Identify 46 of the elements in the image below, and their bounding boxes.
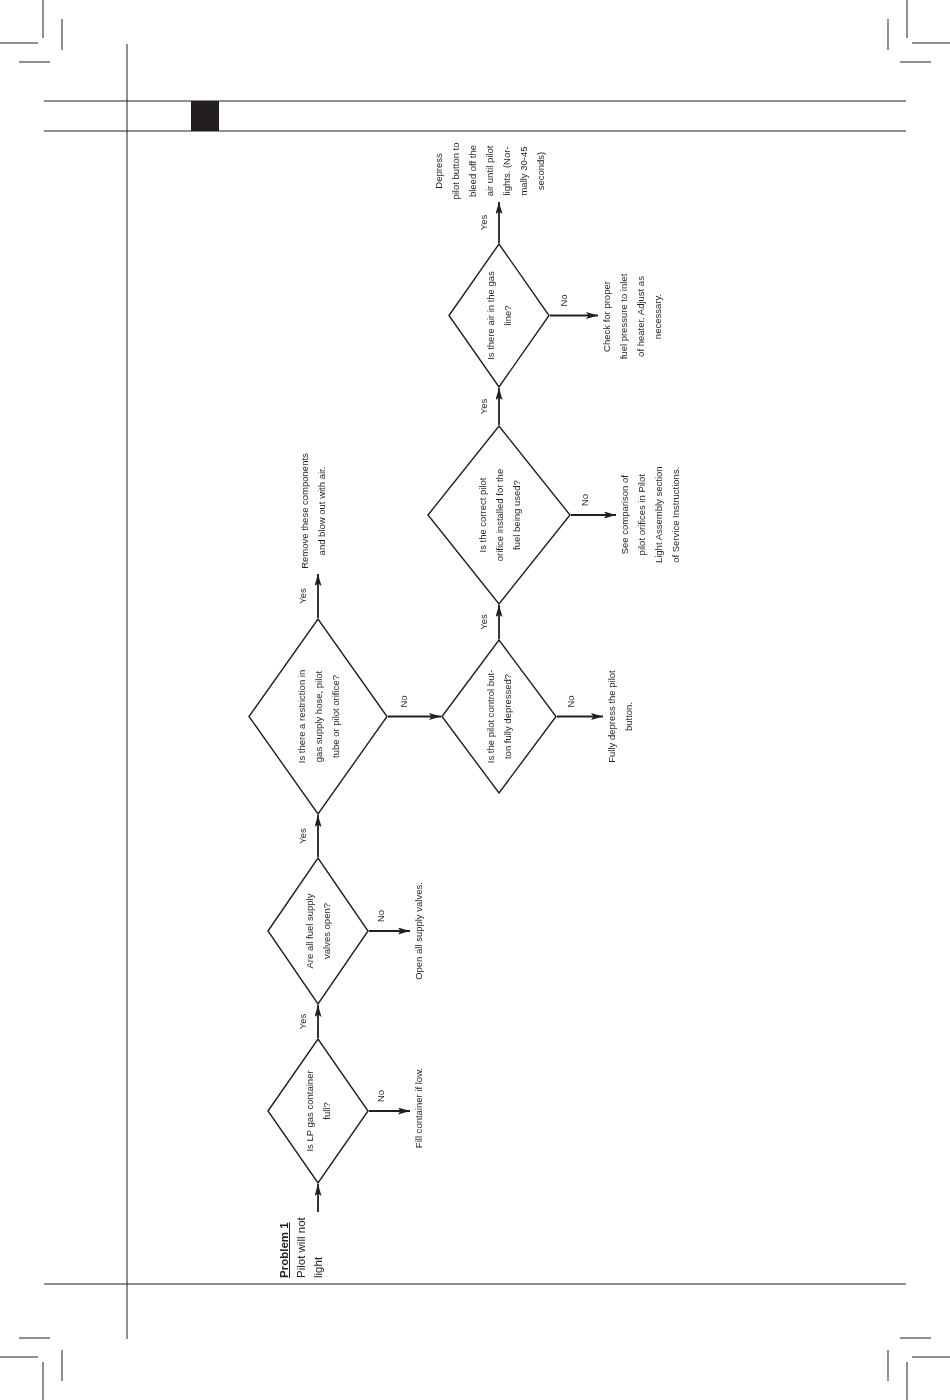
decision-diamond <box>441 639 557 794</box>
edge-label: No <box>375 909 388 923</box>
arrow <box>387 713 442 720</box>
edge-label: Yes <box>297 1013 309 1030</box>
arrow <box>495 201 503 244</box>
edge-label: No <box>375 1089 388 1103</box>
question-text: Is the pilot control but- ton fully depressed? <box>484 668 514 766</box>
action-text: See comparison of pilot orifices in Pilot Light Assembly section of Service Instructions. <box>616 465 684 564</box>
arrow <box>314 1183 322 1213</box>
arrow <box>570 511 617 519</box>
decision-diamond <box>267 857 369 1005</box>
question-text: Is LP gas container full? <box>303 1069 333 1154</box>
action-text: Remove these components and blow out with air. <box>296 448 330 574</box>
edge-label: Yes <box>478 214 490 231</box>
edge-label: No <box>564 695 577 708</box>
action-text: Open all supply valves. <box>410 871 427 991</box>
edge-label: Yes <box>478 398 490 415</box>
problem-description: Pilot will not light <box>294 1216 325 1278</box>
decision-diamond <box>448 243 550 388</box>
arrow <box>314 1004 322 1039</box>
arrow <box>368 1107 411 1115</box>
edge-label: Yes <box>478 614 490 630</box>
arrow <box>549 312 599 319</box>
decision-diamond <box>248 618 388 815</box>
question-text: Is there air in the gas line? <box>484 270 514 362</box>
question-text: Are all fuel supply valves open? <box>303 892 333 971</box>
arrow <box>314 573 322 619</box>
question-text: Is the correct pilot orifice installed for the fuel being used? <box>475 467 523 564</box>
edge-label: No <box>397 695 410 708</box>
arrow <box>495 604 503 640</box>
edge-label: No <box>558 294 571 307</box>
arrow <box>556 713 604 720</box>
decision-diamond <box>427 425 571 605</box>
action-text: Depress pilot button to bleed off the air until pilot lights. (Nor- mally 30-45 seconds) <box>430 140 549 202</box>
decision-diamond <box>267 1038 369 1184</box>
edge-label: No <box>578 493 591 507</box>
arrow <box>314 814 322 858</box>
action-text: Fully depress the pilot button. <box>603 664 637 769</box>
action-text: Fill container if low. <box>410 1058 427 1158</box>
edge-label: Yes <box>297 828 309 844</box>
problem-heading: Problem 1 <box>277 1221 291 1278</box>
action-text: Check for proper fuel pressure to inlet of heater. Adjust as necessary. <box>598 273 666 360</box>
arrow <box>368 927 411 935</box>
question-text: Is there a restriction in gas supply hose, pilot tube or pilot orifice? <box>294 668 342 766</box>
edge-label: Yes <box>297 588 309 604</box>
arrow <box>495 387 503 426</box>
